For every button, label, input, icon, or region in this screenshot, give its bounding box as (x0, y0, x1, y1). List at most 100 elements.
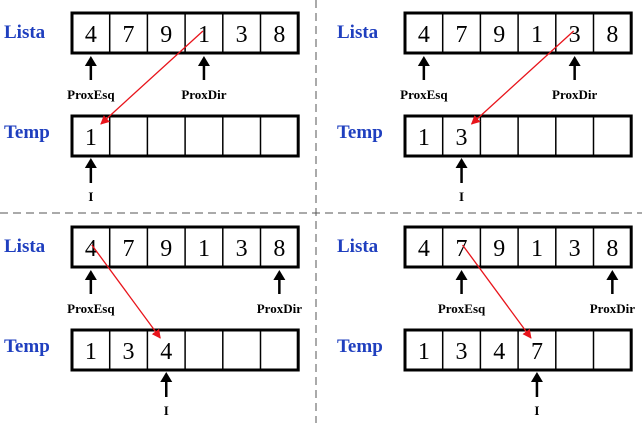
temp-cell-value: 1 (85, 339, 97, 365)
lista-cell: 4 (418, 22, 430, 48)
copy-arrow (100, 30, 204, 125)
lista-cell: 7 (108, 13, 135, 53)
lista-cell: 8 (259, 227, 285, 267)
up-arrow-icon (606, 270, 619, 294)
up-arrow-icon (160, 372, 173, 397)
lista-cell: 8 (259, 13, 285, 53)
temp-index-label: I (459, 189, 464, 204)
up-arrow-icon (84, 158, 97, 183)
lista-cell: 1 (184, 13, 210, 53)
lista-cell: 1 (517, 13, 543, 53)
lista-cell: 3 (555, 13, 581, 53)
temp-cell: 7 (517, 330, 543, 370)
lista-cell: 3 (222, 13, 248, 53)
lista-cell: 3 (555, 227, 581, 267)
lista-cell: 1 (517, 227, 543, 267)
temp-index-label: I (88, 189, 93, 204)
temp-cell: 4 (146, 330, 172, 370)
copy-arrow (91, 244, 161, 339)
prox-dir-pointer: ProxDir (257, 270, 302, 316)
lista-cell: 7 (108, 227, 135, 267)
lista-cell: 9 (146, 227, 172, 267)
lista-cell-value: 8 (273, 22, 285, 48)
lista-label: Lista (337, 22, 379, 43)
pointer-arrow-head (568, 56, 581, 66)
lista-cell: 7 (441, 13, 468, 53)
prox-dir-pointer: ProxDir (552, 56, 598, 102)
lista-cell-value: 9 (493, 236, 505, 262)
temp-cell-value: 4 (493, 339, 505, 365)
up-arrow-icon (197, 56, 210, 80)
lista-cell: 8 (592, 13, 618, 53)
lista-cell-value: 7 (456, 22, 468, 48)
temp-cell: 3 (108, 330, 135, 370)
temp-index-pointer: I (530, 372, 543, 418)
lista-cell: 3 (222, 227, 248, 267)
pointer-arrow-head (417, 56, 430, 66)
lista-cell-value: 1 (198, 236, 210, 262)
prox-dir-label: ProxDir (590, 301, 635, 316)
lista-cell-value: 9 (160, 236, 172, 262)
temp-cell: 4 (479, 330, 505, 370)
pointer-arrow-head (530, 372, 543, 382)
prox-esq-pointer: ProxEsq (438, 270, 486, 316)
prox-esq-pointer: ProxEsq (67, 56, 115, 102)
temp-cell: 1 (85, 125, 97, 151)
lista-cell-value: 7 (123, 22, 135, 48)
temp-index-label: I (164, 403, 169, 418)
up-arrow-icon (455, 158, 468, 183)
prox-dir-label: ProxDir (257, 301, 302, 316)
lista-cell-value: 3 (569, 22, 581, 48)
lista-cell: 9 (479, 13, 505, 53)
temp-label: Temp (337, 122, 383, 143)
lista-cell-value: 4 (418, 22, 430, 48)
lista-cell: 9 (479, 227, 505, 267)
temp-cell: 1 (418, 339, 430, 365)
lista-cell-value: 3 (236, 236, 248, 262)
lista-cell-value: 9 (160, 22, 172, 48)
temp-cell-value: 3 (456, 339, 468, 365)
temp-cell: 1 (418, 125, 430, 151)
temp-index-label: I (534, 403, 539, 418)
lista-cell-value: 3 (569, 236, 581, 262)
up-arrow-icon (84, 56, 97, 80)
up-arrow-icon (530, 372, 543, 397)
pointer-arrow-head (84, 158, 97, 168)
up-arrow-icon (568, 56, 581, 80)
temp-cell: 1 (85, 339, 97, 365)
temp-label: Temp (4, 122, 50, 143)
lista-cell-value: 4 (85, 236, 97, 262)
lista-cell-value: 1 (198, 22, 210, 48)
copy-arrow (462, 244, 532, 339)
prox-dir-pointer: ProxDir (181, 56, 227, 102)
lista-cell: 9 (146, 13, 172, 53)
prox-esq-label: ProxEsq (67, 301, 115, 316)
temp-cell: 3 (441, 330, 468, 370)
temp-index-pointer: I (455, 158, 468, 204)
prox-esq-label: ProxEsq (438, 301, 486, 316)
up-arrow-icon (455, 270, 468, 294)
lista-cell: 4 (85, 22, 97, 48)
temp-label: Temp (4, 336, 50, 357)
lista-cell-value: 1 (531, 236, 543, 262)
lista-cell-value: 8 (273, 236, 285, 262)
up-arrow-icon (417, 56, 430, 80)
temp-label: Temp (337, 336, 383, 357)
lista-cell: 1 (184, 227, 210, 267)
up-arrow-icon (84, 270, 97, 294)
pointer-arrow-head (273, 270, 286, 280)
lista-cell-value: 4 (418, 236, 430, 262)
prox-esq-label: ProxEsq (400, 87, 448, 102)
copy-arrow (470, 30, 575, 125)
lista-cell-value: 8 (606, 236, 618, 262)
lista-cell-value: 1 (531, 22, 543, 48)
